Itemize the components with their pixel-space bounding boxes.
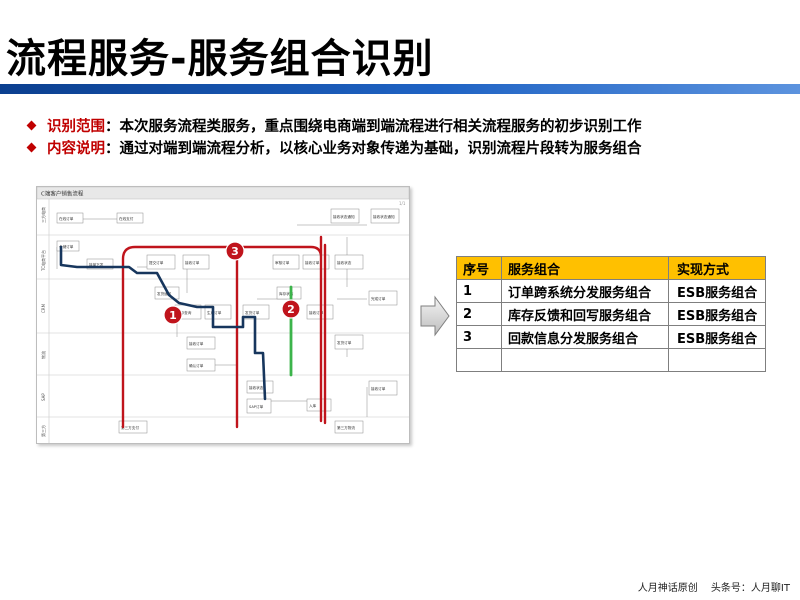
flow-box: 生成订单 bbox=[207, 310, 222, 315]
table-cell: 3 bbox=[456, 325, 502, 349]
header-method: 实现方式 bbox=[668, 256, 766, 280]
flow-box: 仓储订单 bbox=[59, 244, 74, 249]
diagram-page: 1/1 bbox=[399, 201, 406, 206]
route-markers: 1 2 3 bbox=[163, 241, 301, 325]
swimlane-diagram: C端客户销售流程 1/1 三方电商 TC电商平台 CRM 物流 SAP 第三方 bbox=[36, 186, 410, 444]
flow-box: 库存查询 bbox=[177, 310, 192, 315]
flow-box: 接收状态通知 bbox=[373, 214, 395, 219]
flow-box: 第三方支付 bbox=[121, 425, 139, 430]
flow-box: 接收订单 bbox=[185, 260, 200, 265]
table-row: 2 库存反馈和回写服务组合 ESB服务组合 bbox=[456, 302, 766, 326]
marker-2: 2 bbox=[287, 303, 295, 316]
table-row: 3 回款信息分发服务组合 ESB服务组合 bbox=[456, 325, 766, 349]
lane-label: 三方电商 bbox=[40, 207, 46, 223]
table-cell: ESB服务组合 bbox=[668, 302, 766, 326]
flow-box: 发货订单 bbox=[245, 310, 260, 315]
header-index: 序号 bbox=[456, 256, 502, 280]
table-row bbox=[456, 348, 766, 372]
flow-box: 审核订单 bbox=[275, 260, 290, 265]
bullet-description: 内容说明 ：通过对端到端流程分析，以核心业务对象传递为基础，识别流程片段转为服务… bbox=[26, 136, 642, 158]
flow-box: 接收状态 bbox=[337, 260, 352, 265]
bullet-key: 内容说明 bbox=[47, 140, 105, 157]
flow-box: 入库 bbox=[309, 403, 317, 408]
bullet-text: ：通过对端到端流程分析，以核心业务对象传递为基础，识别流程片段转为服务组合 bbox=[105, 140, 642, 157]
flow-box: 发货通知 bbox=[157, 291, 172, 296]
diagram-title: C端客户销售流程 bbox=[41, 190, 84, 198]
diamond-bullet-icon bbox=[26, 120, 37, 130]
table-cell: 2 bbox=[456, 302, 502, 326]
lane-label: CRM bbox=[41, 303, 46, 313]
marker-1: 1 bbox=[169, 309, 177, 322]
bullet-list: 识别范围 ：本次服务流程类服务，重点围绕电商端到端流程进行相关流程服务的初步识别… bbox=[26, 114, 642, 158]
flow-box: 第三方物流 bbox=[337, 425, 355, 430]
flow-box: 接收订单 bbox=[305, 260, 320, 265]
table-cell: 订单跨系统分发服务组合 bbox=[501, 279, 669, 303]
bullet-key: 识别范围 bbox=[47, 118, 105, 135]
bullet-text: ：本次服务流程类服务，重点围绕电商端到端流程进行相关流程服务的初步识别工作 bbox=[105, 118, 642, 135]
table-row: 1 订单跨系统分发服务组合 ESB服务组合 bbox=[456, 279, 766, 303]
table-cell bbox=[668, 348, 766, 372]
lane-label: SAP bbox=[41, 393, 46, 401]
flow-box: 接收订单 bbox=[309, 310, 324, 315]
table-cell: ESB服务组合 bbox=[668, 279, 766, 303]
table-cell: 库存反馈和回写服务组合 bbox=[501, 302, 669, 326]
lane-label: TC电商平台 bbox=[40, 250, 46, 272]
table-cell bbox=[501, 348, 669, 372]
service-combination-table: 序号 服务组合 实现方式 1 订单跨系统分发服务组合 ESB服务组合 2 库存反… bbox=[456, 256, 766, 372]
flow-box: 接收订单 bbox=[371, 386, 386, 391]
table-cell: 回款信息分发服务组合 bbox=[501, 325, 669, 349]
flow-box: 接收订单 bbox=[189, 341, 204, 346]
flow-box: 接收状态通知 bbox=[333, 214, 355, 219]
table-cell: ESB服务组合 bbox=[668, 325, 766, 349]
lane-label: 第三方 bbox=[40, 425, 46, 437]
table-cell: 1 bbox=[456, 279, 502, 303]
route-1-blue bbox=[59, 245, 267, 401]
diamond-bullet-icon bbox=[26, 142, 37, 152]
right-arrow-icon bbox=[420, 295, 450, 337]
flow-box: 接单下发 bbox=[89, 262, 104, 267]
flow-box: 库存状态 bbox=[279, 291, 294, 296]
flow-box: 在线订单 bbox=[59, 216, 74, 221]
flow-box: 发货订单 bbox=[337, 340, 352, 345]
lane-label: 物流 bbox=[40, 351, 46, 359]
marker-3: 3 bbox=[231, 245, 239, 258]
flow-box: 完成订单 bbox=[371, 296, 386, 301]
flow-box: 在线支付 bbox=[119, 216, 134, 221]
page-title: 流程服务-服务组合识别 bbox=[6, 36, 434, 82]
header-service: 服务组合 bbox=[501, 256, 669, 280]
footer-credit: 人月神话原创 头条号：人月聊IT bbox=[637, 583, 790, 594]
title-underline-bar bbox=[0, 84, 800, 94]
flow-box: 确认订单 bbox=[189, 363, 204, 368]
flow-box: 提交订单 bbox=[149, 260, 164, 265]
table-header-row: 序号 服务组合 实现方式 bbox=[456, 256, 766, 280]
bullet-scope: 识别范围 ：本次服务流程类服务，重点围绕电商端到端流程进行相关流程服务的初步识别… bbox=[26, 114, 642, 136]
swimlane-svg: C端客户销售流程 1/1 三方电商 TC电商平台 CRM 物流 SAP 第三方 bbox=[37, 187, 409, 443]
flow-box: 接收状态 bbox=[249, 385, 264, 390]
table-cell bbox=[456, 348, 502, 372]
flow-box: SAP订单 bbox=[249, 404, 264, 409]
